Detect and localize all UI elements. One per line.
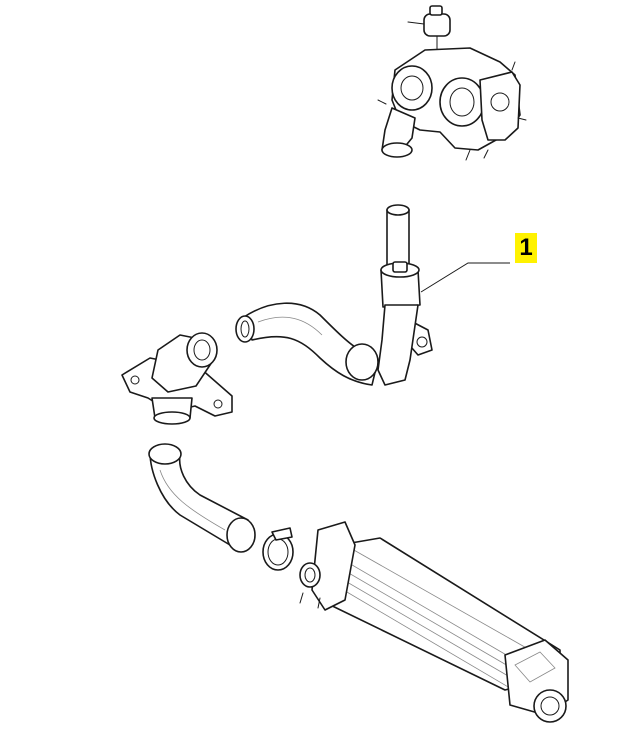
intercooler-pipe-1 xyxy=(235,204,433,386)
callout-label-1[interactable]: 1 xyxy=(515,233,537,263)
hose-clamp xyxy=(262,527,294,571)
callout-leader-line xyxy=(420,262,510,293)
turbocharger xyxy=(377,5,527,161)
flanged-elbow xyxy=(121,332,233,425)
lower-hose xyxy=(148,443,256,553)
intercooler xyxy=(299,521,569,723)
